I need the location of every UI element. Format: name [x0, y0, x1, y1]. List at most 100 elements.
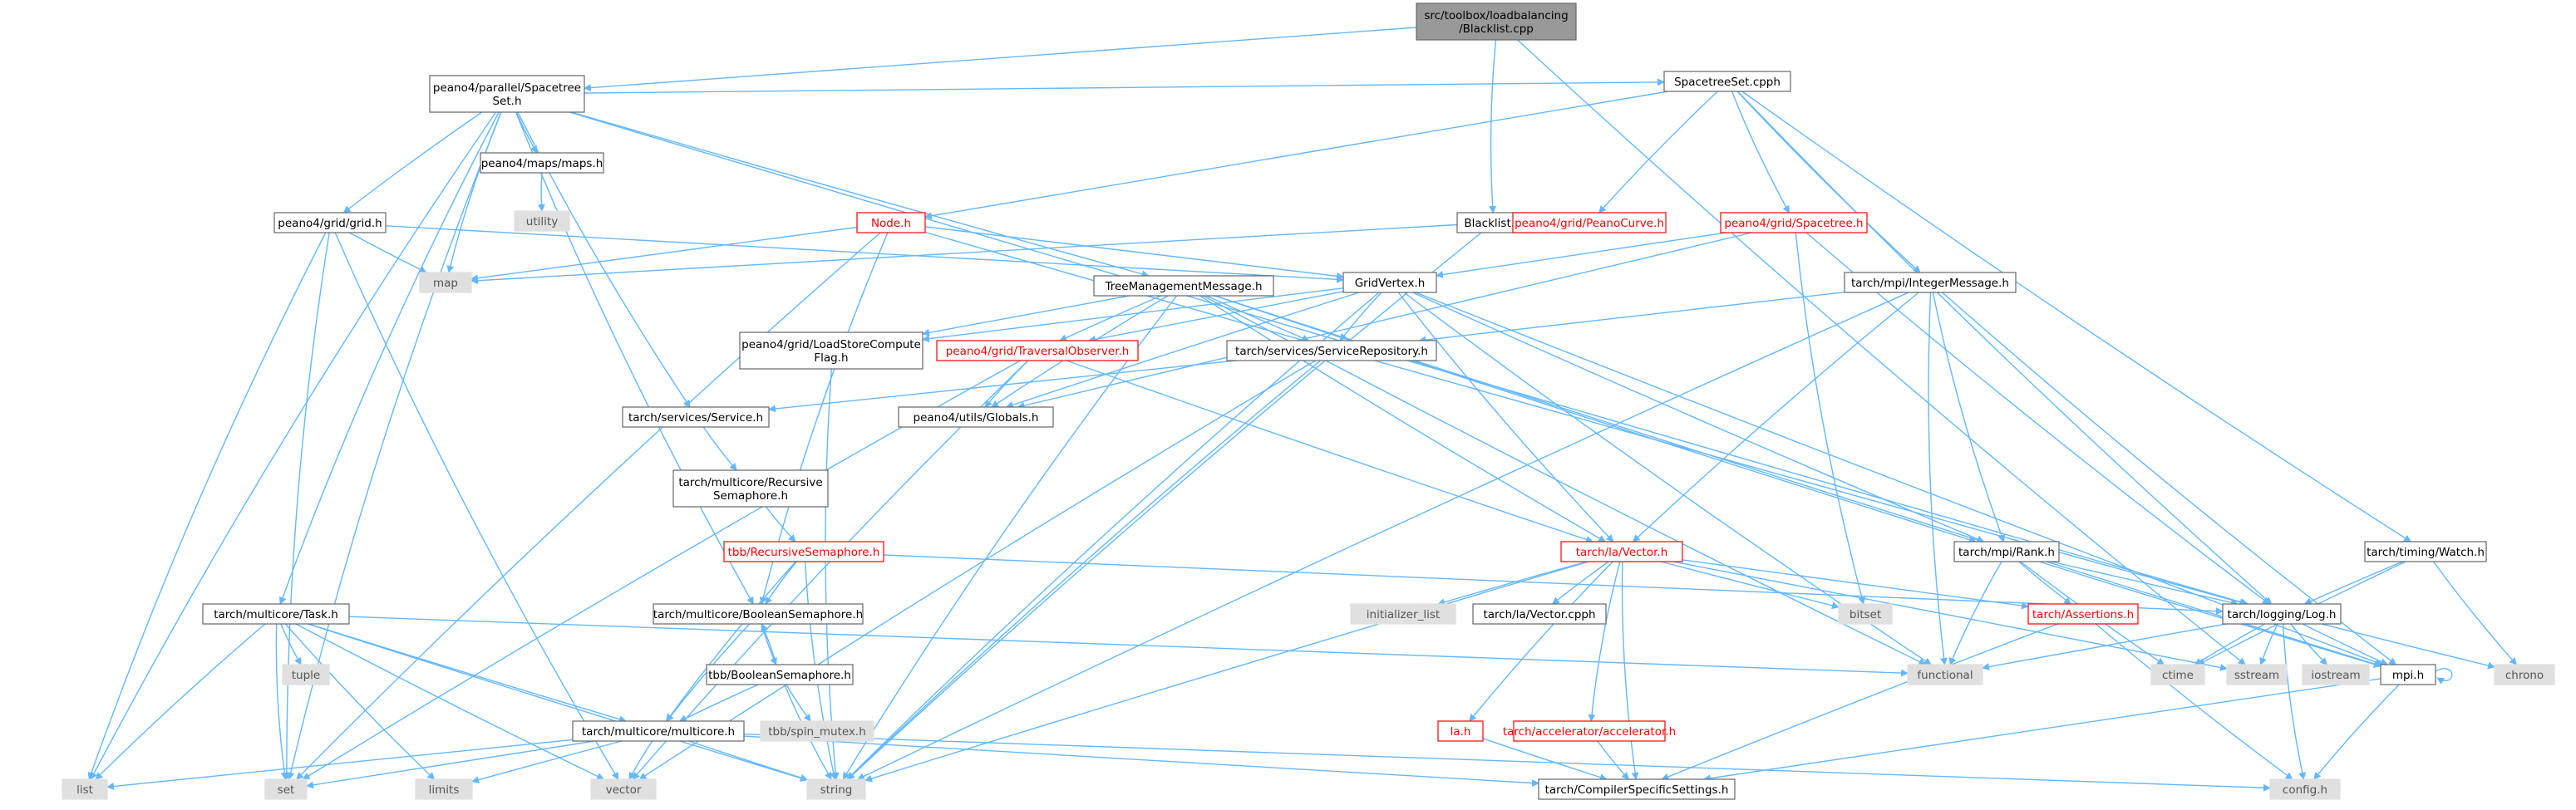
node-initList[interactable]: initializer_list	[1350, 603, 1456, 625]
node-box	[480, 152, 604, 174]
node-box	[1342, 272, 1437, 293]
node-sstream[interactable]: sstream	[2226, 664, 2288, 685]
node-label: tarch/Assertions.h	[2032, 608, 2134, 621]
edge-serviceRepo-to-vector	[638, 360, 1316, 780]
edge-logH-to-iostream	[2290, 623, 2327, 665]
node-root[interactable]: src/toolbox/loadbalancing/Blacklist.cpp	[1416, 2, 1577, 41]
node-spacetreeSetH[interactable]: peano4/parallel/SpacetreeSet.h	[429, 75, 585, 113]
node-box	[429, 75, 585, 113]
node-label: Flag.h	[814, 351, 848, 365]
node-logH[interactable]: tarch/logging/Log.h	[2222, 603, 2342, 625]
node-label: chrono	[2505, 669, 2544, 682]
node-box	[1560, 541, 1683, 562]
node-integerMsg[interactable]: tarch/mpi/IntegerMessage.h	[1844, 272, 2017, 293]
node-assertionsH[interactable]: tarch/Assertions.h	[2027, 603, 2139, 625]
edge-accelH-to-compilerH	[1597, 740, 1629, 780]
node-boolSemH[interactable]: tarch/multicore/BooleanSemaphore.h	[653, 603, 864, 625]
edge-watchH-to-chrono	[2433, 561, 2518, 665]
edge-vectorH-to-compilerH	[1621, 561, 1639, 780]
node-tbbBoolSem[interactable]: tbb/BooleanSemaphore.h	[706, 664, 854, 685]
node-limits[interactable]: limits	[415, 778, 473, 800]
node-label: set	[278, 783, 295, 797]
node-box	[1093, 275, 1274, 297]
node-mapsH[interactable]: peano4/maps/maps.h	[480, 152, 604, 174]
node-tuple[interactable]: tuple	[282, 664, 330, 685]
node-vectorH[interactable]: tarch/la/Vector.h	[1560, 541, 1683, 562]
node-watchH[interactable]: tarch/timing/Watch.h	[2364, 541, 2487, 562]
node-chrono[interactable]: chrono	[2494, 664, 2555, 685]
node-serviceRepo[interactable]: tarch/services/ServiceRepository.h	[1226, 340, 1437, 361]
node-string[interactable]: string	[806, 778, 866, 800]
node-box	[2269, 778, 2341, 800]
node-label: map	[433, 277, 458, 290]
edge-vectorH-to-accelH	[1588, 561, 1621, 722]
node-vector[interactable]: vector	[590, 778, 657, 800]
edge-blacklistH-to-string	[847, 232, 1482, 780]
edge-integerMsg-to-string	[856, 292, 1909, 780]
node-label: tarch/la/Vector.cpph	[1483, 608, 1595, 621]
node-label: mpi.h	[2392, 669, 2424, 682]
edge-vectorH-to-laH	[1469, 561, 1613, 722]
node-label: list	[76, 783, 93, 797]
node-mpiH[interactable]: mpi.h	[2380, 664, 2436, 685]
node-recSemH[interactable]: tarch/multicore/RecursiveSemaphore.h	[672, 469, 829, 508]
edge-taskH-to-string	[308, 623, 808, 782]
edge-taskH-to-tuple	[280, 623, 302, 665]
node-box	[264, 778, 308, 800]
node-ctime[interactable]: ctime	[2150, 664, 2205, 685]
edge-taskH-to-functional	[348, 616, 1909, 677]
edge-gridH-to-set	[283, 232, 330, 780]
node-serviceH[interactable]: tarch/services/Service.h	[622, 406, 770, 428]
node-treeMgmt[interactable]: TreeManagementMessage.h	[1093, 275, 1274, 297]
node-vectorCpph[interactable]: tarch/la/Vector.cpph	[1472, 603, 1607, 625]
node-label: bitset	[1849, 608, 1881, 621]
node-box	[706, 664, 854, 685]
node-traversalObs[interactable]: peano4/grid/TraversalObserver.h	[936, 340, 1139, 361]
node-compilerH[interactable]: tarch/CompilerSpecificSettings.h	[1538, 778, 1736, 800]
node-spacetreeSetCpph[interactable]: SpacetreeSet.cpph	[1663, 71, 1791, 92]
node-box	[672, 469, 829, 508]
node-box	[2380, 664, 2436, 685]
node-bitset[interactable]: bitset	[1838, 603, 1893, 625]
node-label: tarch/CompilerSpecificSettings.h	[1545, 783, 1729, 797]
node-spacetreeH[interactable]: peano4/grid/Spacetree.h	[1720, 212, 1868, 233]
node-map[interactable]: map	[419, 272, 472, 293]
node-nodeH[interactable]: Node.h	[856, 212, 926, 233]
node-list[interactable]: list	[62, 778, 108, 800]
node-gridH[interactable]: peano4/grid/grid.h	[273, 212, 387, 233]
node-tbbRecSem[interactable]: tbb/RecursiveSemaphore.h	[723, 541, 884, 562]
edge-integerMsg-to-functional	[1928, 292, 1948, 665]
node-label: string	[820, 783, 853, 797]
node-label: Set.h	[492, 95, 521, 108]
edge-treeMgmt-to-vectorH	[1199, 295, 1607, 542]
edge-spacetreeSetCpph-to-integerMsg	[1736, 91, 1921, 273]
node-tbbSpin[interactable]: tbb/spin_mutex.h	[760, 720, 874, 742]
node-label: peano4/grid/PeanoCurve.h	[1515, 217, 1664, 230]
edge-vectorH-to-assertionsH	[1682, 559, 2029, 610]
node-label: utility	[526, 215, 558, 228]
node-accelH[interactable]: tarch/accelerator/accelerator.h	[1503, 720, 1676, 742]
node-box	[1350, 603, 1456, 625]
edge-logH-to-functional	[1982, 623, 2227, 670]
node-multicoreH[interactable]: tarch/multicore/multicore.h	[572, 720, 745, 742]
edge-spacetreeSetCpph-to-logH	[1736, 91, 2273, 605]
node-set[interactable]: set	[264, 778, 308, 800]
node-box	[1720, 212, 1868, 233]
node-rankH[interactable]: tarch/mpi/Rank.h	[1953, 541, 2060, 562]
node-taskH[interactable]: tarch/multicore/Task.h	[202, 603, 350, 625]
node-globalsH[interactable]: peano4/utils/Globals.h	[898, 406, 1054, 428]
node-configH[interactable]: config.h	[2269, 778, 2341, 800]
node-box	[419, 272, 472, 293]
node-gridVertex[interactable]: GridVertex.h	[1342, 272, 1437, 293]
node-laH[interactable]: la.h	[1437, 720, 1484, 742]
node-iostream[interactable]: iostream	[2302, 664, 2370, 685]
node-peanoCurve[interactable]: peano4/grid/PeanoCurve.h	[1512, 212, 1667, 233]
edge-blacklistH-to-map	[470, 223, 1458, 285]
node-utility[interactable]: utility	[514, 210, 570, 232]
edge-taskH-to-list	[95, 623, 266, 780]
node-functional[interactable]: functional	[1907, 664, 1983, 685]
node-label: Blacklist.h	[1464, 217, 1521, 230]
node-label: tarch/accelerator/accelerator.h	[1503, 725, 1676, 739]
